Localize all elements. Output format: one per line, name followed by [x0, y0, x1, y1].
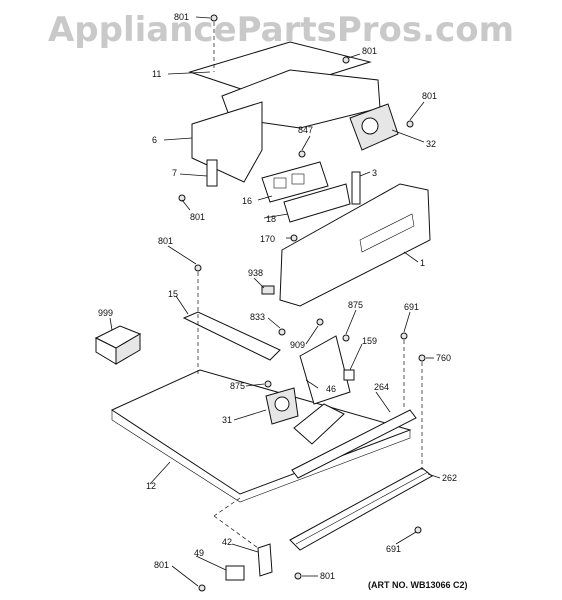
callout-691: 691 [386, 544, 401, 554]
callout-264: 264 [374, 382, 389, 392]
callout-42: 42 [222, 537, 232, 547]
part-top-cover[interactable] [188, 41, 372, 97]
callout-875: 875 [348, 300, 363, 310]
callout-801: 801 [174, 12, 189, 22]
part-bracket[interactable] [206, 159, 218, 187]
callout-801: 801 [158, 236, 173, 246]
screw-icon [178, 14, 426, 592]
callout-7: 7 [172, 168, 177, 178]
art-number: (ART NO. WB13066 C2) [368, 580, 468, 590]
part-159-clip[interactable] [343, 369, 355, 381]
part-front-rail[interactable] [291, 409, 417, 479]
callout-847: 847 [298, 125, 313, 135]
callout-1: 1 [420, 258, 425, 268]
part-base-panel[interactable] [110, 369, 412, 503]
callout-691: 691 [404, 302, 419, 312]
leader-lines [109, 16, 441, 587]
watermark-logo: AppliancePartsPros.com [47, 10, 514, 50]
callout-31: 31 [222, 415, 232, 425]
part-deflector[interactable] [299, 335, 351, 405]
part-blower-motor[interactable] [265, 387, 299, 425]
callout-170: 170 [260, 234, 275, 244]
callout-32: 32 [426, 139, 436, 149]
callout-12: 12 [146, 481, 156, 491]
callout-938: 938 [248, 268, 263, 278]
part-fan-motor-assembly[interactable] [349, 103, 399, 151]
callout-801: 801 [190, 212, 205, 222]
callout-15: 15 [168, 289, 178, 299]
callout-3: 3 [372, 168, 377, 178]
part-42-bracket[interactable] [257, 543, 273, 577]
part-front-bracket[interactable] [182, 311, 281, 361]
callout-999: 999 [98, 308, 113, 318]
part-999-kit-box[interactable] [94, 325, 142, 365]
part-vent-grille[interactable] [289, 467, 433, 551]
callout-801: 801 [154, 560, 169, 570]
callout-262: 262 [442, 473, 457, 483]
callout-159: 159 [362, 336, 377, 346]
callout-833: 833 [250, 312, 265, 322]
callout-909: 909 [290, 340, 305, 350]
part-air-duct[interactable] [293, 403, 345, 445]
part-control-board[interactable] [261, 161, 329, 203]
part-control-overlay[interactable] [283, 183, 351, 223]
callout-801: 801 [362, 46, 377, 56]
callout-46: 46 [326, 384, 336, 394]
callout-49: 49 [194, 548, 204, 558]
callout-16: 16 [242, 196, 252, 206]
part-side-bracket[interactable] [351, 171, 361, 205]
part-back-wrapper[interactable] [191, 101, 263, 183]
callout-875: 875 [230, 381, 245, 391]
part-control-panel[interactable] [279, 183, 431, 307]
callout-11: 11 [152, 69, 161, 79]
part-938-clip[interactable] [261, 285, 275, 295]
callout-801: 801 [422, 91, 437, 101]
callout-18: 18 [266, 214, 276, 224]
part-49-plate[interactable] [225, 565, 245, 581]
callout-6: 6 [152, 135, 157, 145]
callout-760: 760 [436, 353, 451, 363]
callout-801: 801 [320, 571, 335, 581]
